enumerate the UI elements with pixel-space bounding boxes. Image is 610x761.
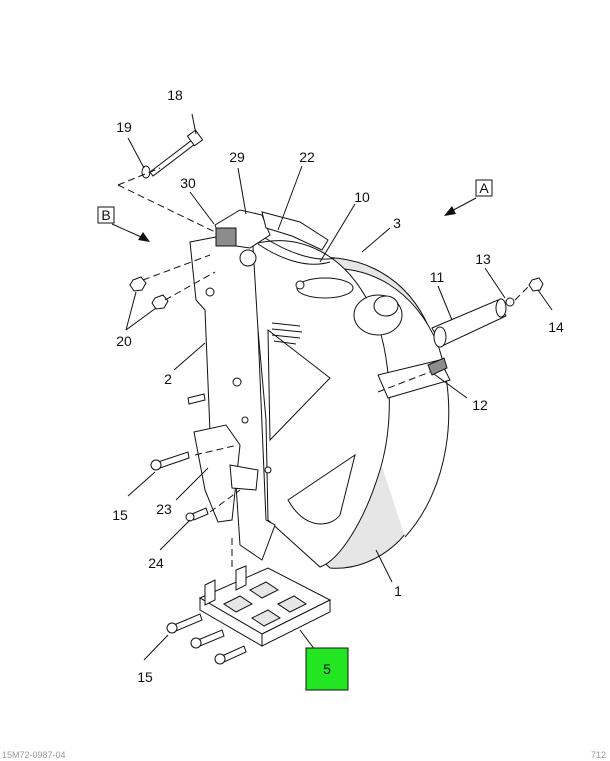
callout-29: 29 (229, 149, 245, 165)
view-label-b: B (97, 206, 115, 224)
view-label-a: A (475, 179, 493, 197)
valve-assembly (214, 209, 336, 267)
callout-14: 14 (548, 319, 564, 335)
footer: 15M72-0987-04 712 (2, 750, 606, 760)
highlight-item-5[interactable]: 5 (305, 647, 349, 691)
callout-19: 19 (116, 119, 132, 135)
callout-13: 13 (475, 251, 491, 267)
callout-1: 1 (394, 583, 402, 599)
callout-10: 10 (354, 189, 370, 205)
callout-15-upper: 15 (112, 507, 128, 523)
callout-20: 20 (116, 333, 132, 349)
callout-labels: 1 2 3 10 11 12 13 14 15 15 18 19 20 22 2… (112, 87, 564, 685)
footer-right: 712 (591, 750, 606, 760)
assembly-lines (117, 167, 531, 570)
callout-12: 12 (472, 397, 488, 413)
callout-15-lower: 15 (137, 669, 153, 685)
callout-11: 11 (430, 269, 445, 285)
side-tube (377, 298, 507, 399)
callout-3: 3 (393, 215, 401, 231)
view-label-a-text: A (479, 180, 489, 196)
housing-body (249, 240, 450, 569)
callout-23: 23 (156, 501, 172, 517)
fasteners (129, 129, 544, 665)
footer-left: 15M72-0987-04 (2, 750, 66, 760)
decal (271, 322, 303, 345)
bracket-23 (193, 424, 259, 523)
callout-22: 22 (299, 149, 315, 165)
callout-24: 24 (148, 555, 164, 571)
callout-30: 30 (180, 175, 196, 191)
callout-5: 5 (323, 661, 331, 677)
view-label-b-text: B (101, 207, 110, 223)
view-arrows (111, 197, 477, 242)
reservoir-cap (353, 294, 403, 336)
callout-18: 18 (167, 87, 183, 103)
leader-lines (125, 113, 553, 661)
bottom-bracket (198, 565, 332, 647)
callout-2: 2 (164, 371, 172, 387)
